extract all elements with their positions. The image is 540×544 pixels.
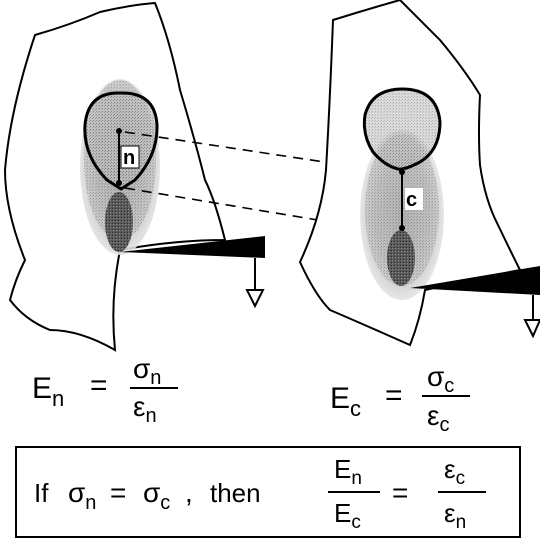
- right-c-label: c: [406, 189, 417, 211]
- left-n-bottom-dot: [116, 180, 122, 186]
- condition-sigma-c: σc: [143, 477, 170, 514]
- right-c-label-bg: [405, 188, 423, 210]
- right-ground-symbol: [523, 319, 540, 339]
- condition-comma: ,: [185, 477, 193, 508]
- condition-frac1-denominator: Ec: [334, 498, 361, 533]
- eq-right-lhs: Ec: [330, 382, 361, 421]
- right-dark-mtoc: [387, 230, 415, 286]
- left-n-label-bg: [120, 145, 140, 169]
- eq-left-equals: =: [90, 369, 108, 402]
- right-micropipette: [410, 266, 540, 295]
- eq-left-numerator: σn: [133, 353, 161, 389]
- left-micropipette: [120, 236, 265, 258]
- condition-box-frame: [15, 446, 521, 538]
- right-nucleus: [362, 87, 442, 171]
- equation-right: Ec = σc εc: [330, 361, 470, 436]
- eq-right-equals: =: [385, 379, 403, 412]
- condition-frac2-denominator: εn: [444, 498, 466, 533]
- eq-left-lhs: En: [32, 372, 64, 411]
- eq-left-denominator: εn: [133, 391, 157, 427]
- condition-frac2-numerator: εc: [444, 454, 465, 489]
- condition-sigma-n: σn: [68, 477, 96, 514]
- right-cell: c: [298, 0, 540, 347]
- eq-right-numerator: σc: [427, 361, 454, 397]
- condition-eq2: =: [392, 477, 408, 508]
- condition-frac1-numerator: En: [334, 454, 362, 489]
- eq-right-denominator: εc: [427, 400, 449, 436]
- right-c-top-dot: [399, 169, 405, 175]
- right-c-bottom-dot: [399, 225, 405, 231]
- left-n-label: n: [123, 147, 135, 169]
- dashed-connector-bottom: [124, 187, 403, 235]
- condition-box: If σn = σc , then En Ec = εc εn: [15, 446, 521, 538]
- dashed-connector-top: [124, 131, 405, 175]
- condition-eq1: =: [110, 477, 126, 508]
- equation-left: En = σn εn: [32, 353, 178, 427]
- left-ground-symbol: [245, 289, 265, 309]
- condition-if: If: [34, 478, 49, 508]
- left-dark-mtoc: [105, 192, 133, 252]
- left-cell: n: [3, 1, 265, 352]
- left-n-top-dot: [116, 128, 122, 134]
- condition-then: then: [210, 478, 261, 508]
